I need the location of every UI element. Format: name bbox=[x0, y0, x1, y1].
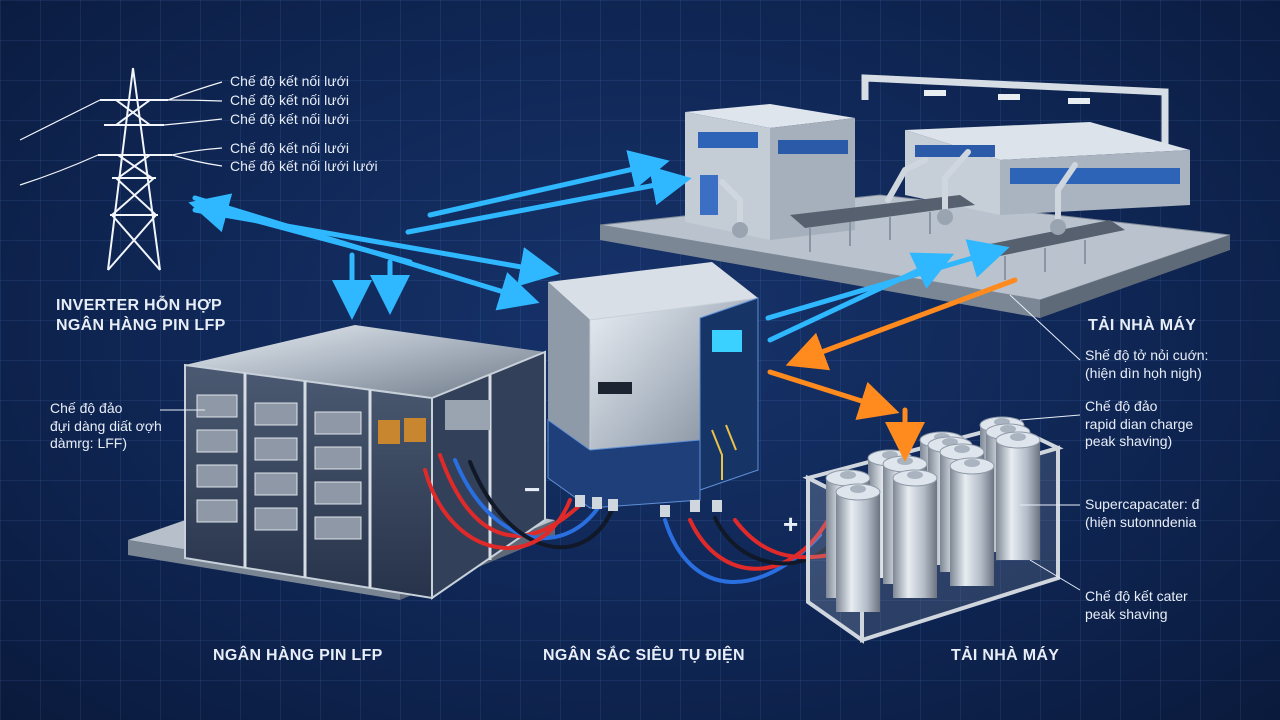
capacitor-terminal bbox=[840, 471, 856, 479]
capacitor-terminal bbox=[850, 485, 866, 493]
supercap-note-2-line-1: Supercapacater: đ bbox=[1085, 496, 1199, 514]
supercap-note-2-line-2: (hiện sutonndenia bbox=[1085, 514, 1199, 532]
grid-connected-label-3: Chế độ kết nối lưới bbox=[230, 111, 349, 129]
positive-terminal-sign: + bbox=[783, 508, 798, 541]
capacitor-terminal bbox=[1010, 433, 1026, 441]
factory-note-line-1: Shế độ tở nỏi cuớn: bbox=[1085, 347, 1208, 365]
lfp-bank-heading: NGÂN HÀNG PIN LFP bbox=[56, 316, 226, 336]
supercap-note-3-line-1: Chế độ kết cater bbox=[1085, 588, 1188, 606]
capacitor-terminal bbox=[907, 471, 923, 479]
negative-terminal-sign: − bbox=[524, 472, 540, 507]
capacitor-terminal bbox=[954, 445, 970, 453]
factory-note-line-2: (hiện dìn họh nigh) bbox=[1085, 365, 1208, 383]
battery-mode-note: Chế độ đảo đựi dàng diất ơợh dàmrg: LFF) bbox=[50, 400, 162, 453]
capacitor-cell bbox=[950, 466, 994, 586]
hybrid-inverter-heading: INVERTER HỖN HỢP bbox=[56, 296, 226, 316]
supercap-note-3: Chế độ kết cater peak shaving bbox=[1085, 588, 1188, 623]
battery-bank-caption: NGÂN HÀNG PIN LFP bbox=[213, 646, 383, 666]
left-heading: INVERTER HỖN HỢP NGÂN HÀNG PIN LFP bbox=[56, 296, 226, 336]
transmission-tower-icon bbox=[20, 68, 222, 270]
supercap-note-1-line-3: peak shaving) bbox=[1085, 433, 1193, 451]
grid-connected-label-5: Chế độ kết nối lưới lưới bbox=[230, 158, 378, 176]
capacitor-cell bbox=[836, 492, 880, 612]
capacitor-cell bbox=[996, 440, 1040, 560]
factory-mode-note: Shế độ tở nỏi cuớn: (hiện dìn họh nigh) bbox=[1085, 347, 1208, 382]
supercap-note-3-line-2: peak shaving bbox=[1085, 606, 1188, 624]
capacitor-terminal bbox=[897, 457, 913, 465]
capacitor-cell bbox=[893, 478, 937, 598]
supercap-note-1-line-1: Chế độ đảo bbox=[1085, 398, 1193, 416]
battery-note-line-1: Chế độ đảo bbox=[50, 400, 162, 418]
grid-connected-label-2: Chế độ kết nối lưới bbox=[230, 92, 349, 110]
battery-note-line-2: đựi dàng diất ơợh bbox=[50, 418, 162, 436]
inverter-caption: NGÂN SẮC SIÊU TỤ ĐIỆN bbox=[543, 646, 745, 666]
lfp-battery-bank-illustration bbox=[128, 325, 555, 600]
grid-connected-label-1: Chế độ kết nối lưới bbox=[230, 73, 349, 91]
hybrid-inverter-illustration bbox=[548, 262, 758, 517]
battery-note-line-3: dàmrg: LFF) bbox=[50, 435, 162, 453]
supercap-note-2: Supercapacater: đ (hiện sutonndenia bbox=[1085, 496, 1199, 531]
factory-load-title: TẢI NHÀ MÁY bbox=[1088, 316, 1196, 336]
supercap-note-1-line-2: rapid dian charge bbox=[1085, 416, 1193, 434]
supercap-caption: TẢI NHÀ MÁY bbox=[951, 646, 1059, 666]
grid-connected-label-4: Chế độ kết nối lưới bbox=[230, 140, 349, 158]
capacitor-terminal bbox=[964, 459, 980, 467]
supercap-note-1: Chế độ đảo rapid dian charge peak shavin… bbox=[1085, 398, 1193, 451]
